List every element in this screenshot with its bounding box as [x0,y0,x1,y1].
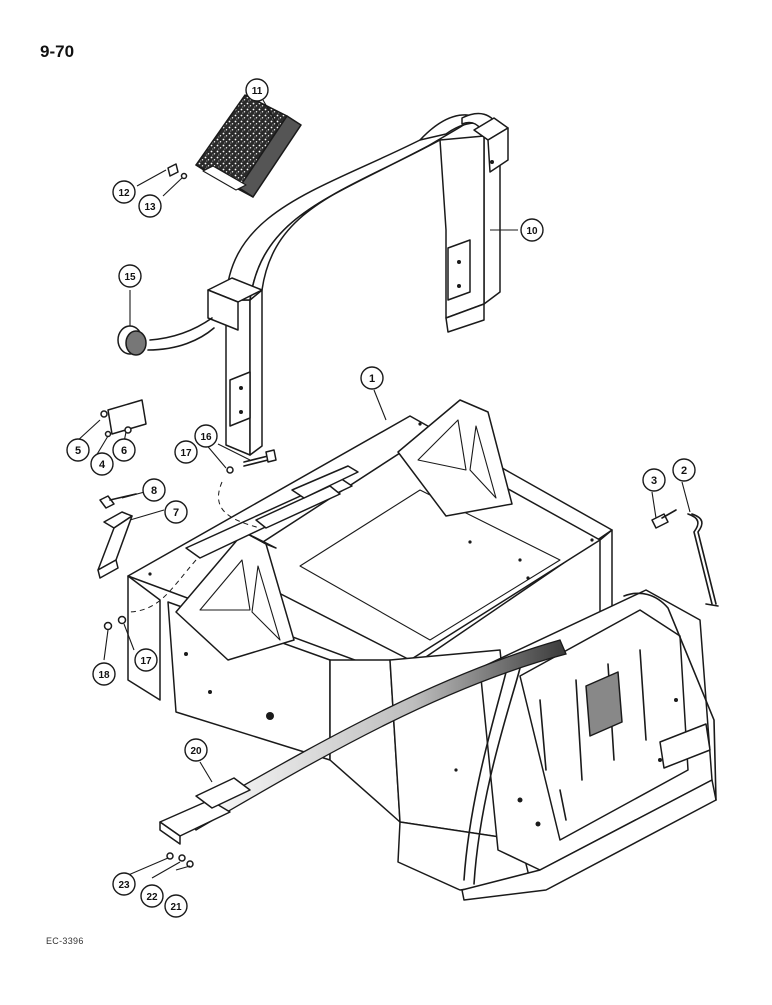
screw-12-13 [167,163,188,180]
callout-number: 4 [99,459,106,471]
callout-number: 15 [124,272,136,283]
callout-13: 13 [138,194,162,218]
callout-15: 15 [118,264,142,288]
callout-circle [140,884,164,908]
callout-circle [164,894,188,918]
nuts-17-18 [103,615,127,631]
callout-18: 18 [92,662,116,686]
callout-number: 2 [681,465,687,477]
callout-number: 6 [121,445,127,457]
handle-pad [195,94,302,198]
callout-circle [520,218,544,242]
callout-number: 1 [369,373,375,385]
callout-17: 17 [174,440,198,464]
bolt-3 [651,509,677,529]
callout-number: 7 [173,507,179,519]
callout-circle [164,500,188,524]
callout-circle [174,440,198,464]
page-number: 9-70 [40,42,75,61]
callout-20: 20 [184,738,208,762]
callout-11: 11 [245,78,269,102]
seat-strap [159,639,567,845]
callout-circle [118,264,142,288]
callout-circle [66,438,90,462]
callout-23: 23 [112,872,136,896]
callout-21: 21 [164,894,188,918]
callout-3: 3 [642,468,666,492]
callout-number: 12 [118,188,130,199]
callout-circle [184,738,208,762]
callout-number: 22 [146,892,158,903]
callout-circle [138,194,162,218]
callout-17: 17 [134,648,158,672]
callout-4: 4 [90,452,114,476]
callout-circle [194,424,218,448]
callout-number: 5 [75,445,81,457]
callout-2: 2 [672,458,696,482]
callout-number: 20 [190,746,202,757]
callout-circle [92,662,116,686]
handle-frame [207,112,509,456]
callout-number: 21 [170,902,182,913]
callout-number: 11 [252,86,263,97]
callout-circle [112,438,136,462]
callout-circle [245,78,269,102]
callout-number: 13 [144,202,156,213]
callout-5: 5 [66,438,90,462]
callout-22: 22 [140,884,164,908]
plug-cap [117,317,215,356]
callout-12: 12 [112,180,136,204]
bolt-16 [226,449,277,474]
callout-7: 7 [164,500,188,524]
callout-number: 17 [180,448,192,459]
callout-circle [90,452,114,476]
rod [687,513,719,607]
callout-number: 10 [526,226,538,237]
callout-circle [642,468,666,492]
callout-circle [360,366,384,390]
callout-circle [112,180,136,204]
callout-number: 16 [200,432,212,443]
callout-number: 23 [118,880,130,891]
latch-plate [100,399,147,438]
callout-16: 16 [194,424,218,448]
callout-1: 1 [360,366,384,390]
bracket-7 [97,493,137,579]
callout-number: 8 [151,485,157,497]
figure-code: EC-3396 [46,936,84,946]
callout-circle [112,872,136,896]
callout-circle [134,648,158,672]
callout-circle [142,478,166,502]
callout-circle [672,458,696,482]
callout-number: 18 [98,670,110,681]
callout-10: 10 [520,218,544,242]
callout-number: 17 [140,656,152,667]
callout-number: 3 [651,475,657,487]
fasteners-21-23 [166,852,194,868]
callout-8: 8 [142,478,166,502]
callout-6: 6 [112,438,136,462]
